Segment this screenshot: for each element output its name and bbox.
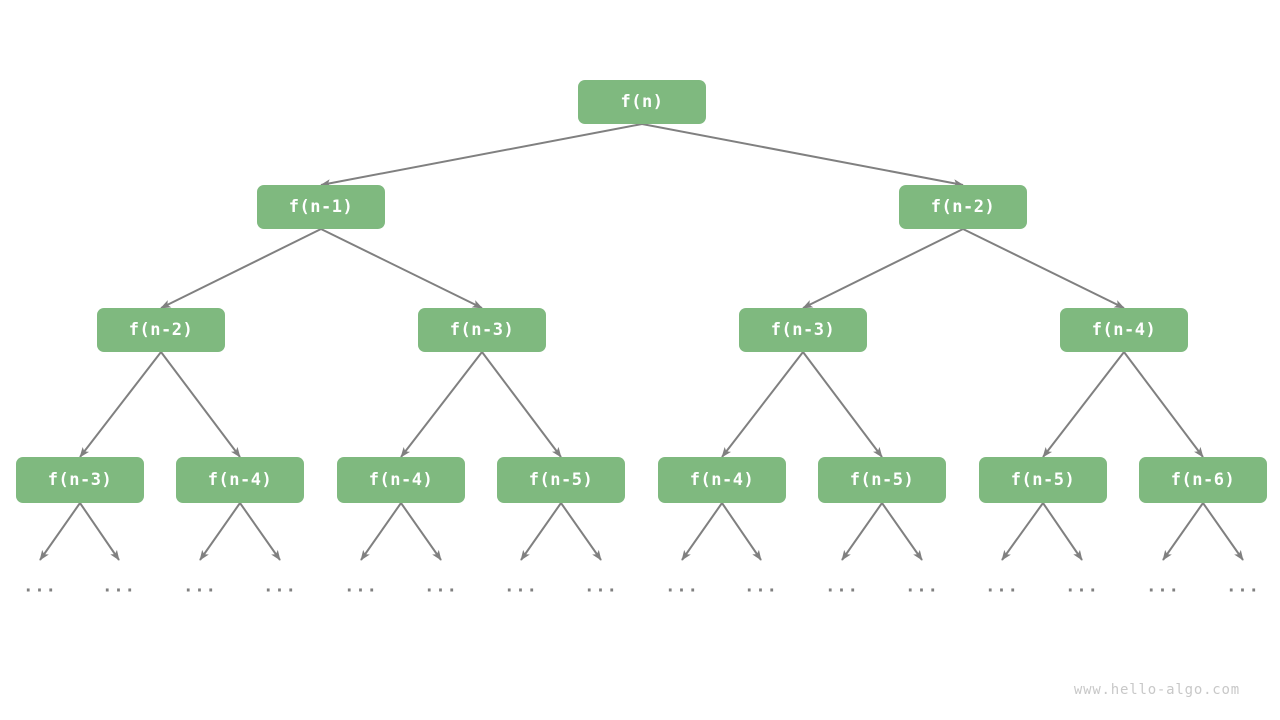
tree-node-n6[interactable]: f(n-4) — [1060, 308, 1188, 352]
ellipsis-mark-e8: ... — [665, 576, 699, 597]
ellipsis-mark-e11: ... — [905, 576, 939, 597]
tree-node-n0[interactable]: f(n) — [578, 80, 706, 124]
tree-edge-n3-n8 — [160, 351, 241, 458]
tree-leaf-edge-13 — [1042, 502, 1083, 561]
ellipsis-mark-e15: ... — [1226, 576, 1260, 597]
tree-edge-n2-n5 — [802, 228, 964, 309]
tree-leaf-edge-3 — [239, 502, 281, 561]
tree-edge-n2-n6 — [962, 228, 1125, 309]
tree-node-n7[interactable]: f(n-3) — [16, 457, 144, 503]
tree-leaf-edge-6 — [520, 502, 562, 561]
tree-edge-n1-n3 — [160, 228, 322, 309]
ellipsis-mark-e14: ... — [1146, 576, 1180, 597]
tree-leaf-edge-12 — [1001, 502, 1044, 561]
tree-node-n5[interactable]: f(n-3) — [739, 308, 867, 352]
tree-leaf-edge-1 — [79, 502, 120, 561]
tree-node-n14[interactable]: f(n-6) — [1139, 457, 1267, 503]
tree-edge-n0-n2 — [641, 123, 964, 188]
tree-node-n12[interactable]: f(n-5) — [818, 457, 946, 503]
ellipsis-mark-e6: ... — [504, 576, 538, 597]
ellipsis-mark-e4: ... — [344, 576, 378, 597]
tree-node-n9[interactable]: f(n-4) — [337, 457, 465, 503]
tree-leaf-edge-7 — [560, 502, 602, 561]
tree-leaf-edge-11 — [881, 502, 923, 561]
tree-edge-n3-n7 — [79, 351, 162, 458]
tree-leaf-edge-5 — [400, 502, 442, 561]
tree-leaf-edge-10 — [841, 502, 883, 561]
ellipsis-mark-e10: ... — [825, 576, 859, 597]
tree-leaf-edge-14 — [1162, 502, 1204, 561]
watermark: www.hello-algo.com — [1073, 682, 1240, 698]
tree-edge-n6-n14 — [1123, 351, 1204, 458]
ellipsis-mark-e7: ... — [584, 576, 618, 597]
ellipsis-mark-e13: ... — [1065, 576, 1099, 597]
tree-leaf-edge-2 — [199, 502, 241, 561]
tree-node-n1[interactable]: f(n-1) — [257, 185, 385, 229]
tree-node-n4[interactable]: f(n-3) — [418, 308, 546, 352]
tree-leaf-edge-0 — [39, 502, 81, 561]
tree-node-n10[interactable]: f(n-5) — [497, 457, 625, 503]
ellipsis-mark-e3: ... — [263, 576, 297, 597]
ellipsis-mark-e5: ... — [424, 576, 458, 597]
tree-leaf-edge-9 — [721, 502, 762, 561]
tree-edge-n0-n1 — [320, 123, 643, 188]
tree-leaf-edge-8 — [681, 502, 723, 561]
tree-edge-n1-n4 — [320, 228, 483, 309]
tree-node-n13[interactable]: f(n-5) — [979, 457, 1107, 503]
tree-edge-n5-n12 — [802, 351, 883, 458]
tree-leaf-edge-15 — [1202, 502, 1244, 561]
tree-node-n3[interactable]: f(n-2) — [97, 308, 225, 352]
ellipsis-mark-e0: ... — [23, 576, 57, 597]
ellipsis-mark-e12: ... — [985, 576, 1019, 597]
tree-edge-n5-n11 — [721, 351, 804, 458]
tree-node-n2[interactable]: f(n-2) — [899, 185, 1027, 229]
tree-edge-n6-n13 — [1042, 351, 1125, 458]
tree-edge-n4-n10 — [481, 351, 562, 458]
ellipsis-mark-e1: ... — [102, 576, 136, 597]
ellipsis-mark-e9: ... — [744, 576, 778, 597]
tree-leaf-edge-4 — [360, 502, 402, 561]
tree-edge-n4-n9 — [400, 351, 483, 458]
tree-node-n8[interactable]: f(n-4) — [176, 457, 304, 503]
tree-node-n11[interactable]: f(n-4) — [658, 457, 786, 503]
ellipsis-mark-e2: ... — [183, 576, 217, 597]
